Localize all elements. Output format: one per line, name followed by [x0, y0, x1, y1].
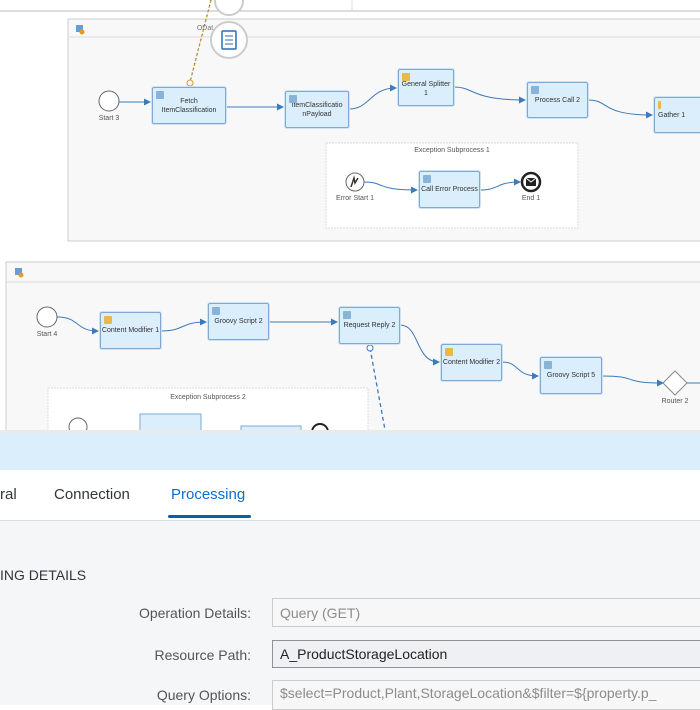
groovy-script-2-node[interactable]: Groovy Script 2: [208, 303, 269, 340]
tab-general[interactable]: ral: [0, 486, 17, 503]
node-label: Call Error Process: [421, 186, 478, 193]
odata-receiver-icon: [214, 0, 244, 16]
groovy-script-5-node[interactable]: Groovy Script 5: [540, 357, 602, 394]
active-tab-indicator: [168, 515, 251, 518]
call-error-process-node[interactable]: Call Error Process: [419, 171, 480, 208]
router-2-label: Router 2: [661, 398, 689, 405]
tab-processing[interactable]: Processing: [171, 486, 246, 503]
router-2-gateway: [662, 370, 688, 396]
error-start-1-label: Error Start 1: [335, 195, 375, 202]
flow-connections: [0, 0, 700, 430]
exception-subprocess-1-title: Exception Subprocess 1: [414, 147, 490, 154]
start-4-label: Start 4: [36, 331, 58, 338]
query-options-field[interactable]: $select=Product,Plant,StorageLocation&$f…: [272, 680, 700, 710]
fetch-itemclassification-node[interactable]: Fetch ItemClassification: [152, 87, 226, 124]
node-label: Groovy Script 2: [214, 318, 263, 325]
tab-connection[interactable]: Connection: [54, 486, 130, 503]
processing-form: ING DETAILS Operation Details: Query (GE…: [0, 521, 700, 710]
content-modifier-2-node[interactable]: Content Modifier 2: [441, 344, 502, 381]
integration-flow-canvas[interactable]: ODat Start 3 Fetch ItemClassification It…: [0, 0, 700, 430]
exception-subprocess-2-title: Exception Subprocess 2: [170, 394, 246, 401]
node-label: Fetch ItemClassification: [161, 97, 217, 114]
exception-subprocess-2: [47, 387, 369, 430]
node-label: Content Modifier 2: [442, 359, 501, 366]
process-icon: [76, 25, 83, 32]
node-label: Content Modifier 1: [101, 327, 160, 334]
properties-header-bar: [0, 430, 700, 473]
request-reply-2-node[interactable]: Request Reply 2: [339, 307, 400, 344]
operation-details-field[interactable]: Query (GET): [272, 598, 700, 627]
process-call-node[interactable]: Process Call 2: [527, 82, 588, 118]
operation-details-label: Operation Details:: [138, 605, 251, 621]
node-label: General Splitter 1: [401, 81, 451, 97]
start-3-event: [98, 90, 120, 112]
odata-label: ODat: [196, 25, 214, 32]
itemclassification-payload-node[interactable]: ItemClassificatio nPayload: [285, 91, 349, 128]
query-options-label: Query Options:: [156, 687, 251, 703]
node-label: Groovy Script 5: [546, 372, 596, 379]
general-splitter-node[interactable]: General Splitter 1: [398, 69, 454, 106]
content-modifier-1-node[interactable]: Content Modifier 1: [100, 312, 161, 349]
start-3-label: Start 3: [98, 115, 120, 122]
resource-path-input[interactable]: A_ProductStorageLocation: [272, 640, 700, 668]
properties-tabs: ral Connection Processing: [0, 470, 700, 521]
node-label: Process Call 2: [534, 96, 581, 104]
end-1-label: End 1: [521, 195, 541, 202]
resource-path-label: Resource Path:: [154, 647, 252, 663]
section-title: ING DETAILS: [0, 567, 87, 583]
node-label: ItemClassificatio nPayload: [291, 101, 343, 118]
process-icon: [15, 268, 22, 275]
gather-node[interactable]: Gather 1: [654, 97, 700, 133]
node-label: Request Reply 2: [343, 322, 396, 329]
start-4-event: [36, 306, 58, 328]
node-label: Gather 1: [658, 111, 686, 119]
